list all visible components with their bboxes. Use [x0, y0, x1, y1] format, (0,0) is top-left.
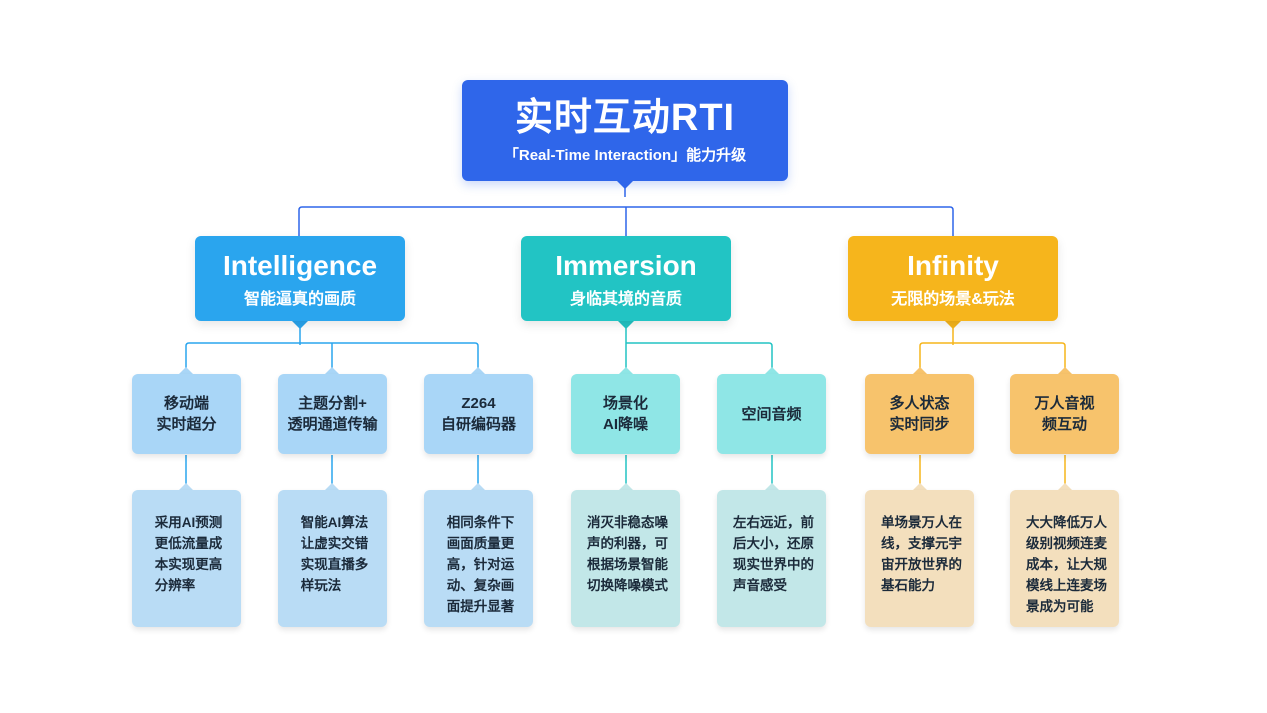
desc-node-ai-denoise: 消灭非稳态噪 声的利器，可 根据场景智能 切换降噪模式 [571, 490, 680, 627]
category-subtitle: 身临其境的音质 [569, 290, 682, 308]
desc-node-spatial-audio: 左右远近，前 后大小，还原 现实世界中的 声音感受 [717, 490, 826, 627]
category-subtitle: 无限的场景&玩法 [891, 290, 1015, 308]
sub-node-z264: Z264 自研编码器 [424, 374, 533, 454]
sub-node-segmentation: 主题分割+ 透明通道传输 [278, 374, 387, 454]
category-infinity: Infinity 无限的场景&玩法 [848, 236, 1058, 321]
root-subtitle: 「Real-Time Interaction」能力升级 [503, 147, 747, 164]
root-node: 实时互动RTI 「Real-Time Interaction」能力升级 [462, 80, 788, 181]
sub-node-mobile-sr: 移动端 实时超分 [132, 374, 241, 454]
sub-node-mass-interaction: 万人音视 频互动 [1010, 374, 1119, 454]
category-title: Immersion [555, 249, 697, 281]
sub-node-spatial-audio: 空间音频 [717, 374, 826, 454]
category-title: Infinity [907, 249, 999, 281]
category-subtitle: 智能逼真的画质 [243, 290, 356, 308]
sub-node-state-sync: 多人状态 实时同步 [865, 374, 974, 454]
desc-node-mass-interaction: 大大降低万人 级别视频连麦 成本，让大规 模线上连麦场 景成为可能 [1010, 490, 1119, 627]
category-title: Intelligence [222, 249, 378, 281]
desc-node-segmentation: 智能AI算法 让虚实交错 实现直播多 样玩法 [278, 490, 387, 627]
sub-node-ai-denoise: 场景化 AI降噪 [571, 374, 680, 454]
category-intelligence: Intelligence 智能逼真的画质 [195, 236, 405, 321]
desc-node-state-sync: 单场景万人在 线，支撑元宇 宙开放世界的 基石能力 [865, 490, 974, 627]
category-immersion: Immersion 身临其境的音质 [521, 236, 731, 321]
desc-node-mobile-sr: 采用AI预测 更低流量成 本实现更高 分辨率 [132, 490, 241, 627]
desc-node-z264: 相同条件下 画面质量更 高，针对运 动、复杂画 面提升显著 [424, 490, 533, 627]
root-title: 实时互动RTI [514, 97, 736, 139]
